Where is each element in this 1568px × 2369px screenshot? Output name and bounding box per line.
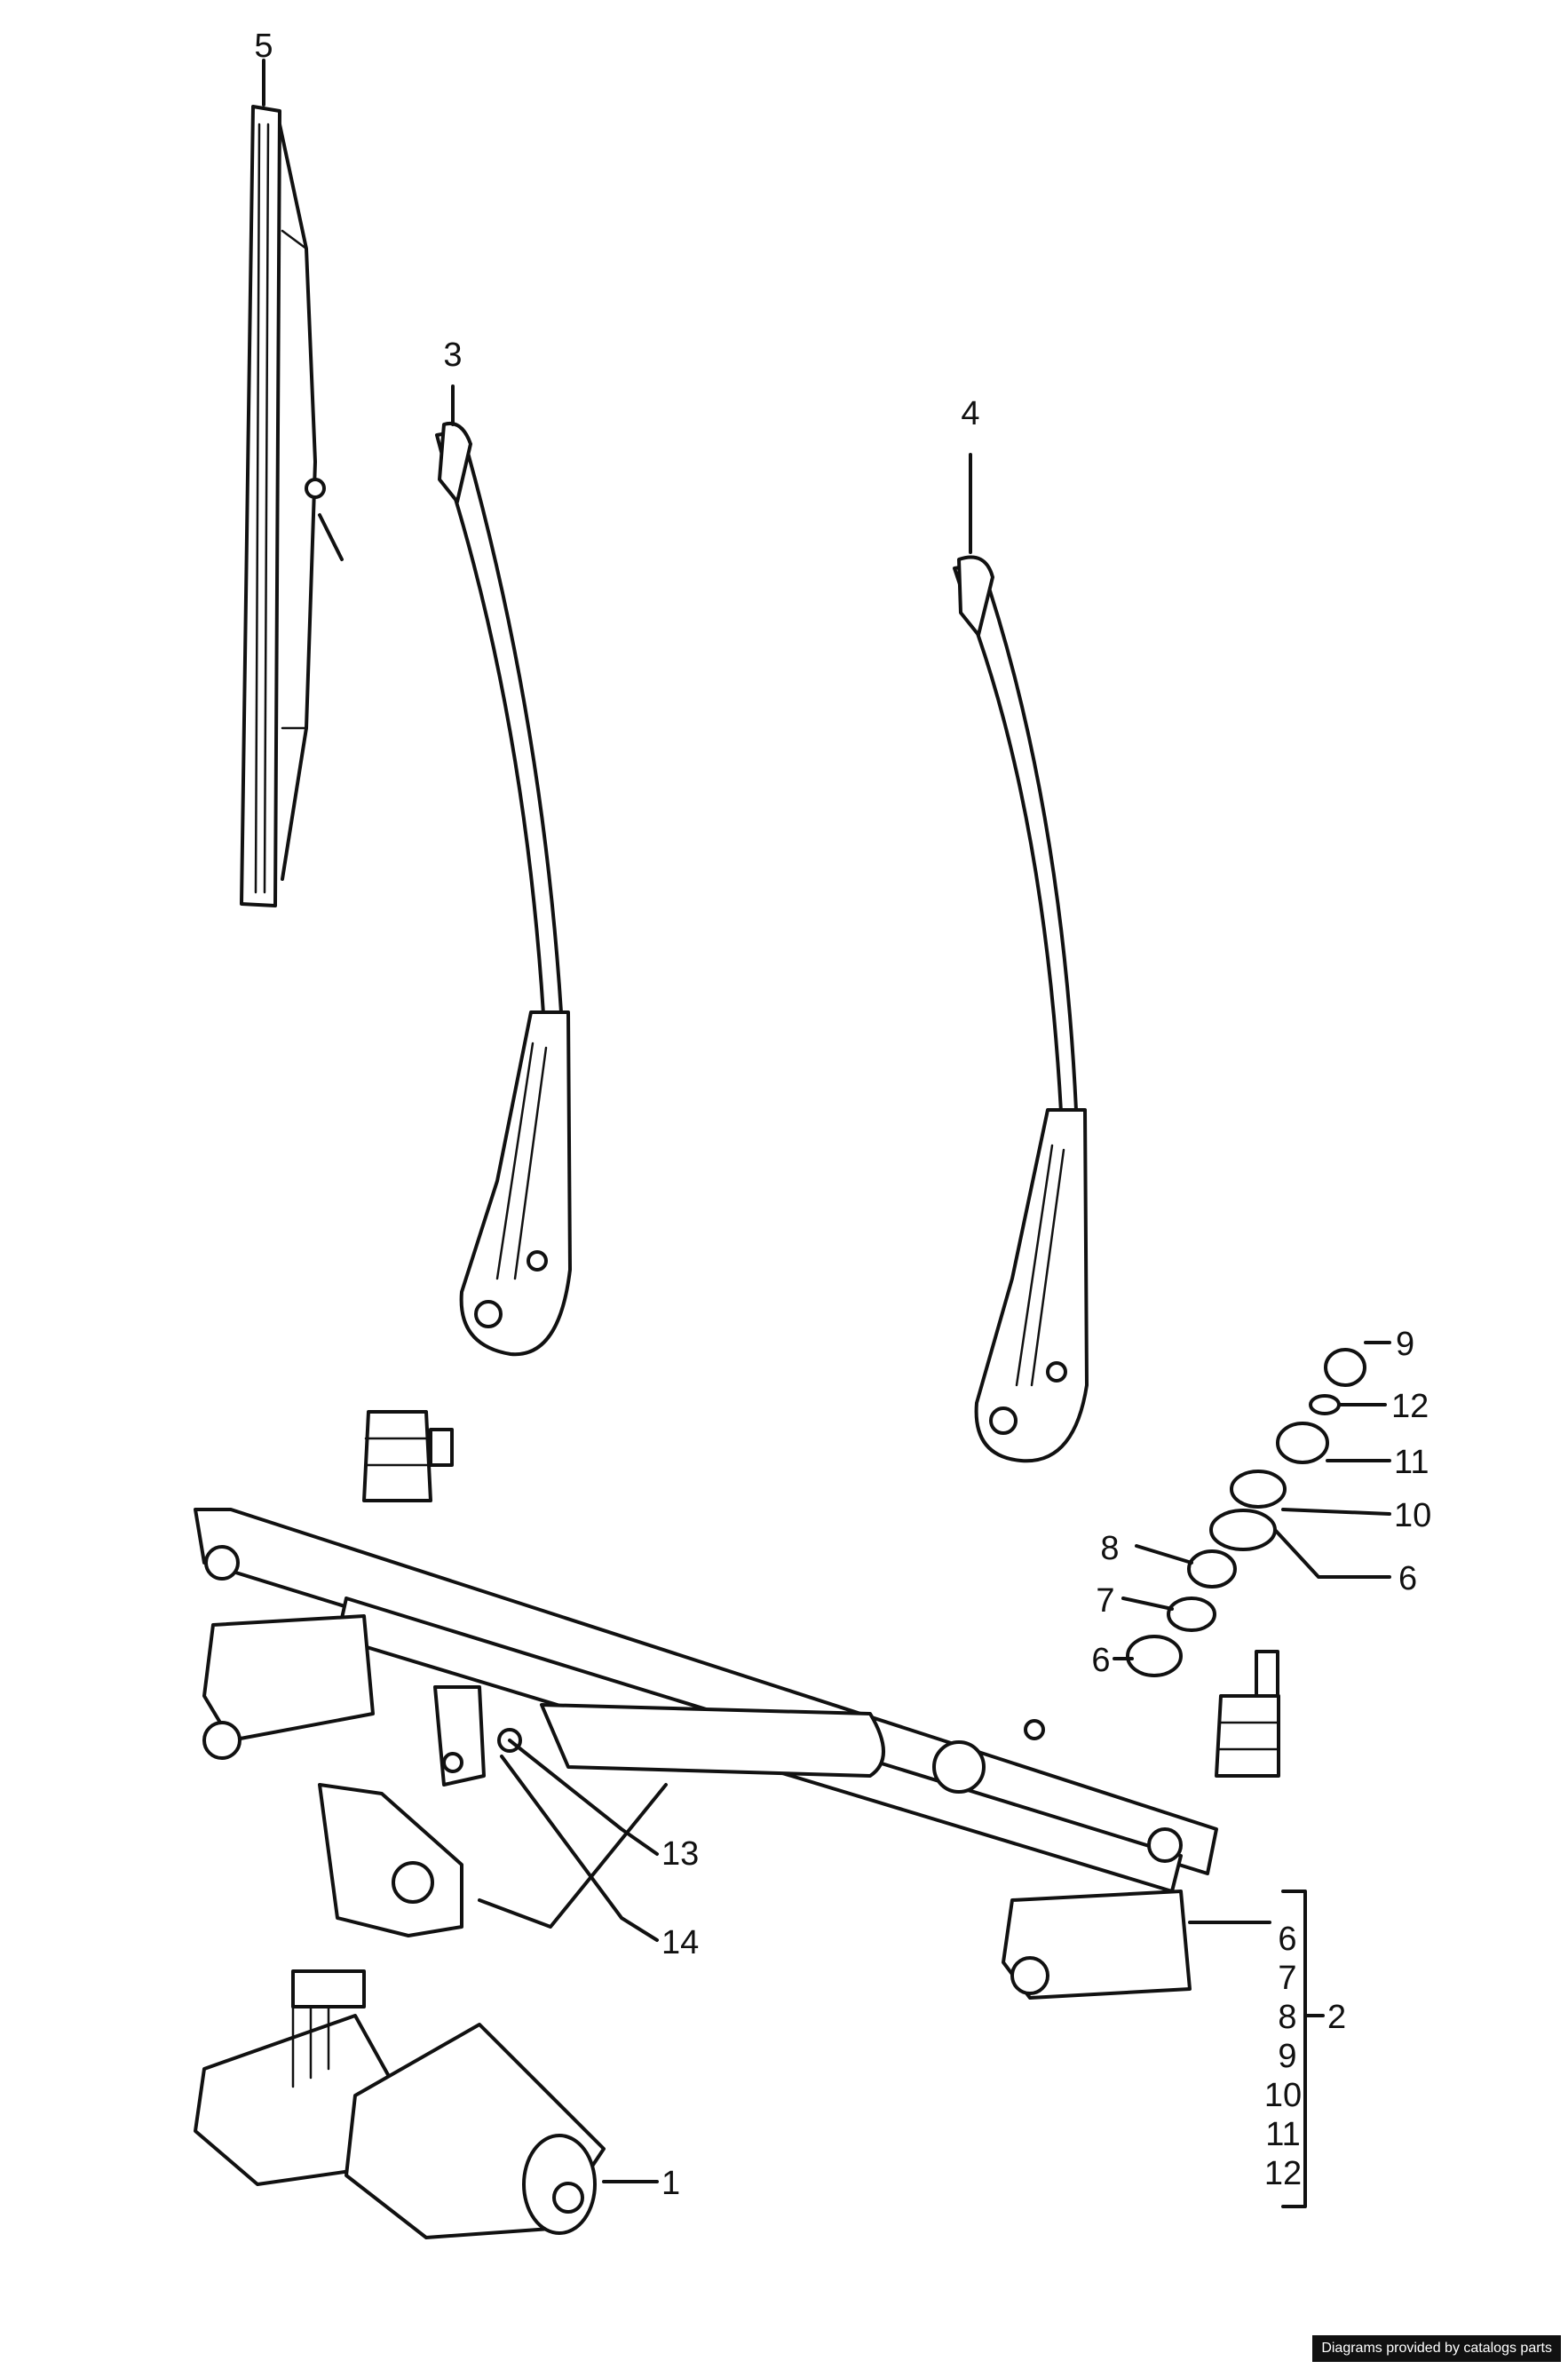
wiper-blade[interactable] <box>240 105 344 907</box>
label-7: 7 <box>1096 1582 1114 1620</box>
wiper-arm-right[interactable] <box>953 555 1089 1463</box>
label-6-lower: 6 <box>1091 1642 1110 1679</box>
label-1: 1 <box>661 2165 680 2202</box>
credit-badge: Diagrams provided by catalogs parts <box>1312 2335 1561 2362</box>
bracket-label-11: 11 <box>1265 2116 1300 2153</box>
washer-7 <box>1167 1596 1216 1632</box>
label-8: 8 <box>1100 1530 1119 1567</box>
wiper-linkage-frame[interactable] <box>194 1410 1280 2000</box>
label-14: 14 <box>661 1924 699 1961</box>
bracket-label-12: 12 <box>1264 2155 1302 2192</box>
label-9: 9 <box>1396 1326 1414 1363</box>
group-bracket <box>1281 1890 1325 2208</box>
washer-10 <box>1230 1470 1287 1509</box>
bushing-6-lower <box>1126 1635 1183 1677</box>
label-13: 13 <box>661 1835 699 1873</box>
bushing-8 <box>1187 1549 1237 1589</box>
wiper-motor[interactable] <box>194 1969 606 2239</box>
label-4: 4 <box>961 395 979 432</box>
wiper-arm-left[interactable] <box>435 422 572 1357</box>
label-10: 10 <box>1394 1497 1431 1534</box>
label-6-upper: 6 <box>1398 1560 1417 1597</box>
nut-9 <box>1324 1348 1366 1387</box>
label-12: 12 <box>1391 1388 1429 1425</box>
spacer-11 <box>1276 1422 1329 1464</box>
label-3: 3 <box>443 337 462 374</box>
bracket-label-6: 6 <box>1278 1921 1296 1958</box>
bracket-label-9: 9 <box>1278 2038 1296 2075</box>
washer-12 <box>1309 1394 1341 1415</box>
label-2: 2 <box>1327 1999 1346 2036</box>
hardware-stack[interactable] <box>1126 1348 1366 1677</box>
bracket-label-7: 7 <box>1278 1960 1296 1997</box>
leaders-hardware <box>500 1341 1391 1942</box>
bracket-label-10: 10 <box>1264 2077 1302 2114</box>
bracket-label-8: 8 <box>1278 1999 1296 2036</box>
label-11: 11 <box>1394 1444 1429 1481</box>
bushing-6-upper <box>1209 1509 1277 1551</box>
label-5: 5 <box>254 28 273 65</box>
part-labels: 5 3 4 9 12 11 10 6 8 7 6 13 14 1 2 6 7 8… <box>254 28 1431 2202</box>
